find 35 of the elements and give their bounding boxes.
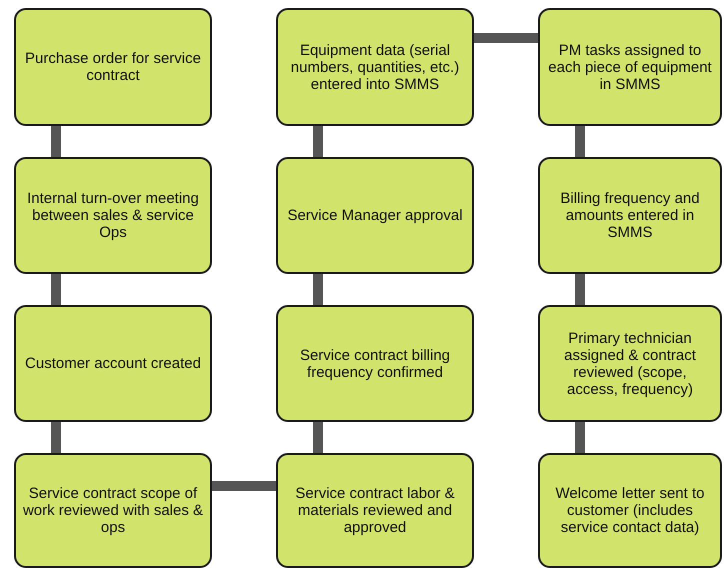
step-text: Equipment data (serial numbers, quantities, etc.) entered into SMMS (290, 42, 460, 92)
connector-line (575, 274, 585, 305)
connector-line (575, 126, 585, 157)
step-text: Service Manager approval (287, 207, 463, 224)
step-text: Service contract billing frequency confirmed (298, 346, 452, 380)
step-text: Internal turn-over meeting between sales & service Ops (26, 190, 200, 241)
process-box (14, 305, 212, 422)
connector-line (575, 422, 585, 453)
step-text: Customer account created (25, 355, 201, 372)
process-box (538, 305, 722, 422)
connector-line (313, 274, 323, 305)
step-text: Purchase order for service contract (24, 50, 202, 84)
connector-line (474, 33, 538, 43)
step-text: Welcome letter sent to customer (includes service contact data) (554, 485, 706, 536)
step-text: Service contract scope of work reviewed with sales & ops (22, 485, 204, 536)
process-box (276, 453, 474, 568)
step-text: PM tasks assigned to each piece of equipment in SMMS (547, 42, 713, 92)
process-box (14, 8, 212, 126)
process-box (276, 305, 474, 422)
connector-line (51, 126, 61, 157)
connector-line (51, 422, 61, 453)
step-text: Service contract labor & materials reviewed and approved (294, 485, 456, 536)
connector-line (313, 126, 323, 157)
connector-line (313, 422, 323, 453)
process-box (276, 157, 474, 274)
process-box (538, 8, 722, 126)
step-text: Primary technician assigned & contract reviewed (scope, access, frequency) (563, 330, 697, 398)
process-box (538, 453, 722, 568)
step-text: Billing frequency and amounts entered in SMMS (559, 190, 701, 241)
process-box (538, 157, 722, 274)
process-box (14, 157, 212, 274)
connector-line (51, 274, 61, 305)
connector-line (212, 481, 276, 491)
process-box (276, 8, 474, 126)
process-box (14, 453, 212, 568)
